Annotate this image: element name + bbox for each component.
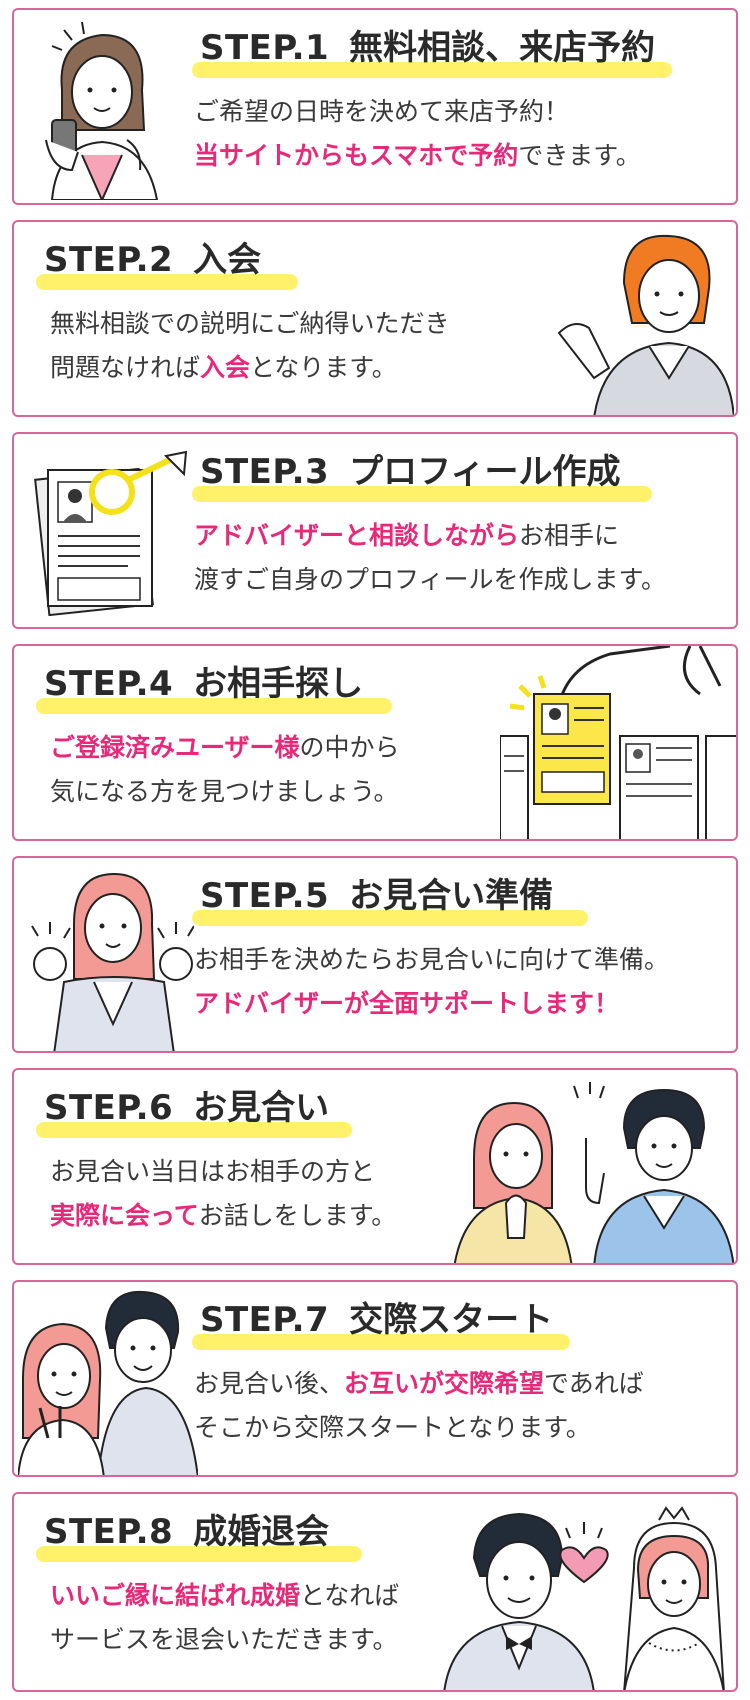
profile-cards-pick-icon xyxy=(500,646,736,839)
desc-text: できます。 xyxy=(518,141,641,170)
desc-emphasis: 入会 xyxy=(200,353,251,382)
step-title: STEP.5 お見合い準備 xyxy=(200,876,554,916)
step-title: STEP.6 お見合い xyxy=(44,1088,330,1128)
desc-text: そこから交際スタートとなります。 xyxy=(194,1413,591,1442)
couple-meeting-icon xyxy=(454,1078,734,1263)
step-title: STEP.8 成婚退会 xyxy=(44,1512,330,1552)
desc-emphasis: アドバイザーが全面サポートします！ xyxy=(194,989,620,1018)
title-highlight xyxy=(36,698,392,714)
desc-text: お話しをします。 xyxy=(198,1201,397,1230)
desc-text: お相手に xyxy=(519,521,620,550)
desc-text: 気になる方を見つけましょう。 xyxy=(50,777,399,806)
desc-text: お見合い当日はお相手の方と xyxy=(50,1157,376,1186)
step-name: 無料相談、来店予約 xyxy=(349,28,656,68)
step-name: 成婚退会 xyxy=(193,1512,330,1552)
step-8-card: STEP.8 成婚退会 いいご縁に結ばれ成婚となれば サービスを退会いただきます。 xyxy=(12,1492,738,1692)
step-3-card: STEP.3 プロフィール作成 アドバイザーと相談しながらお相手に 渡すご自身のプ… xyxy=(12,432,738,629)
step-description: お見合い後、お互いが交際希望であれば そこから交際スタートとなります。 xyxy=(194,1362,644,1450)
adviser-woman-icon xyxy=(554,228,734,415)
step-7-card: STEP.7 交際スタート お見合い後、お互いが交際希望であれば そこから交際スタ… xyxy=(12,1280,738,1477)
step-title: STEP.4 お相手探し xyxy=(44,664,364,704)
step-label: STEP.7 xyxy=(200,1300,330,1340)
step-title: STEP.1 無料相談、来店予約 xyxy=(200,28,656,68)
desc-emphasis: 実際に会って xyxy=(50,1201,199,1230)
title-highlight xyxy=(36,274,298,290)
title-highlight xyxy=(36,1546,362,1562)
desc-text: ご希望の日時を決めて来店予約！ xyxy=(194,97,570,126)
step-title: STEP.3 プロフィール作成 xyxy=(200,452,621,492)
profile-sheet-magnifier-icon xyxy=(28,446,188,616)
title-highlight xyxy=(36,1122,352,1138)
couple-selfie-icon xyxy=(18,1288,198,1475)
step-label: STEP.4 xyxy=(44,664,174,704)
desc-text: となれば xyxy=(300,1581,400,1610)
step-name: お相手探し xyxy=(193,664,364,704)
step-name: 入会 xyxy=(193,240,262,280)
step-4-card: STEP.4 お相手探し ご登録済みユーザー様の中から 気になる方を見つけましょう… xyxy=(12,644,738,841)
desc-emphasis: アドバイザーと相談しながら xyxy=(194,521,520,550)
step-description: お見合い当日はお相手の方と 実際に会ってお話しをします。 xyxy=(50,1150,396,1238)
step-label: STEP.3 xyxy=(200,452,330,492)
step-label: STEP.8 xyxy=(44,1512,174,1552)
desc-text: お見合い後、 xyxy=(194,1369,345,1398)
desc-text: 問題なければ xyxy=(50,353,201,382)
step-name: プロフィール作成 xyxy=(349,452,621,492)
desc-text: の中から xyxy=(299,733,400,762)
step-title: STEP.7 交際スタート xyxy=(200,1300,554,1340)
woman-smartphone-icon xyxy=(32,20,182,200)
step-title: STEP.2 入会 xyxy=(44,240,262,280)
bride-groom-icon xyxy=(434,1498,734,1690)
desc-text: サービスを退会いただきます。 xyxy=(50,1625,398,1654)
step-description: お相手を決めたらお見合いに向けて準備。 アドバイザーが全面サポートします！ xyxy=(194,938,669,1026)
desc-emphasis: 当サイトからもスマホで予約 xyxy=(194,141,519,170)
step-label: STEP.1 xyxy=(200,28,330,68)
desc-text: 無料相談での説明にご納得いただき xyxy=(50,309,450,338)
desc-text: お相手を決めたらお見合いに向けて準備。 xyxy=(194,945,670,974)
title-highlight xyxy=(192,486,652,502)
desc-text: であれば xyxy=(544,1369,644,1398)
step-name: お見合い準備 xyxy=(349,876,554,916)
step-description: 無料相談での説明にご納得いただき 問題なければ入会となります。 xyxy=(50,302,450,390)
step-description: アドバイザーと相談しながらお相手に 渡すご自身のプロフィールを作成します。 xyxy=(194,514,666,602)
desc-text: 渡すご自身のプロフィールを作成します。 xyxy=(194,565,667,594)
step-name: 交際スタート xyxy=(349,1300,554,1340)
step-1-card: STEP.1 無料相談、来店予約 ご希望の日時を決めて来店予約！ 当サイトからもス… xyxy=(12,8,738,205)
title-highlight xyxy=(192,910,588,926)
step-6-card: STEP.6 お見合い お見合い当日はお相手の方と 実際に会ってお話しをします。 xyxy=(12,1068,738,1265)
step-label: STEP.2 xyxy=(44,240,174,280)
desc-emphasis: ご登録済みユーザー様 xyxy=(50,733,300,762)
step-description: ご希望の日時を決めて来店予約！ 当サイトからもスマホで予約できます。 xyxy=(194,90,641,178)
step-description: ご登録済みユーザー様の中から 気になる方を見つけましょう。 xyxy=(50,726,400,814)
step-5-card: STEP.5 お見合い準備 お相手を決めたらお見合いに向けて準備。 アドバイザーが… xyxy=(12,856,738,1053)
step-name: お見合い xyxy=(193,1088,330,1128)
cheering-woman-icon xyxy=(24,864,194,1051)
title-highlight xyxy=(192,62,672,78)
step-description: いいご縁に結ばれ成婚となれば サービスを退会いただきます。 xyxy=(50,1574,399,1662)
title-highlight xyxy=(192,1334,570,1350)
desc-emphasis: お互いが交際希望 xyxy=(344,1369,545,1398)
step-label: STEP.6 xyxy=(44,1088,174,1128)
desc-emphasis: いいご縁に結ばれ成婚 xyxy=(50,1581,301,1610)
desc-text: となります。 xyxy=(250,353,397,382)
step-label: STEP.5 xyxy=(200,876,330,916)
